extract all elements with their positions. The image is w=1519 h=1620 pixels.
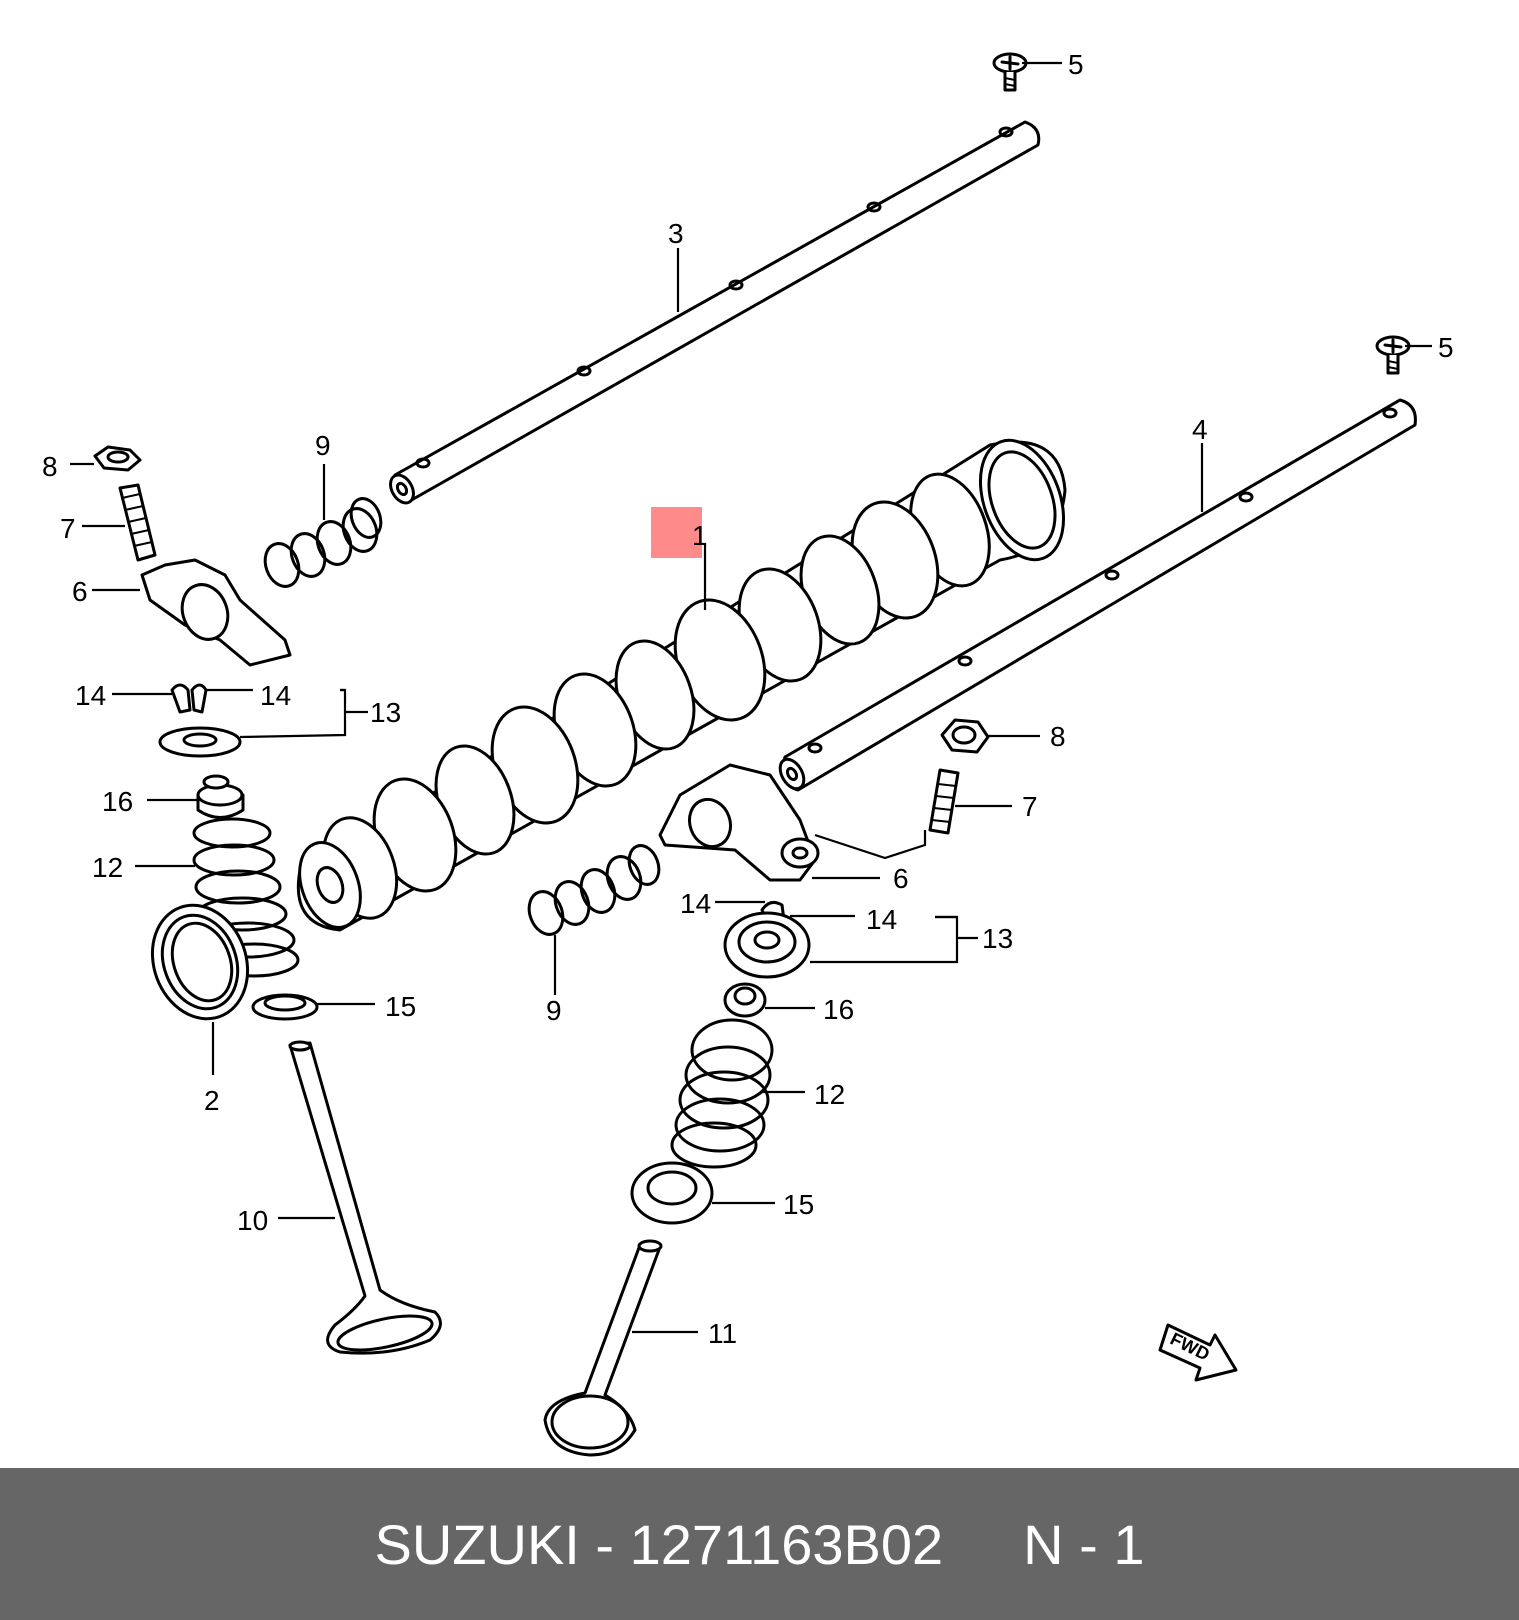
callout-15-right: 15 xyxy=(783,1189,814,1220)
spring-seat-right[interactable] xyxy=(630,1161,714,1225)
callout-12-right: 12 xyxy=(814,1079,845,1110)
nut-upper[interactable] xyxy=(93,445,142,472)
callout-16-right: 16 xyxy=(823,994,854,1025)
callout-labels: 1 2 3 4 5 5 6 6 7 7 8 8 9 9 10 11 12 12 … xyxy=(42,49,1454,1349)
callout-13-right: 13 xyxy=(982,923,1013,954)
spring-seat-left[interactable] xyxy=(251,993,319,1021)
rocker-shaft-upper[interactable] xyxy=(386,120,1041,507)
callout-5-lower: 5 xyxy=(1438,332,1454,363)
oil-seal[interactable] xyxy=(137,892,263,1032)
callout-11: 11 xyxy=(708,1318,737,1349)
part-number: 1271163B02 xyxy=(629,1512,944,1576)
valve-retainer-left[interactable] xyxy=(158,726,242,758)
rocker-shaft-lower[interactable] xyxy=(775,398,1417,793)
callout-8-lower: 8 xyxy=(1050,721,1066,752)
adjusting-screw-lower[interactable] xyxy=(928,768,960,835)
highlight-marker xyxy=(651,507,702,558)
camshaft[interactable] xyxy=(289,429,1079,936)
callout-15-left: 15 xyxy=(385,991,416,1022)
callout-9-upper: 9 xyxy=(315,430,331,461)
rocker-arm-upper[interactable] xyxy=(140,558,292,667)
callout-6-lower: 6 xyxy=(893,863,909,894)
valve-spring-right[interactable] xyxy=(670,1018,774,1169)
valve-retainer-right[interactable] xyxy=(723,911,811,979)
footer-separator: - xyxy=(595,1512,615,1576)
callout-14-left-b: 14 xyxy=(260,680,291,711)
valve-spring-left[interactable] xyxy=(192,817,300,978)
callout-2: 2 xyxy=(204,1085,220,1116)
leader-lines xyxy=(70,61,1432,1334)
valve-stem-seal-left[interactable] xyxy=(196,774,245,819)
exhaust-valve[interactable] xyxy=(543,1239,663,1457)
rocker-spring-lower[interactable] xyxy=(523,841,664,939)
part-info-footer: SUZUKI - 1271163B02 N - 1 xyxy=(0,1468,1519,1620)
brand-name: SUZUKI xyxy=(374,1512,580,1576)
diagram-position: N - 1 xyxy=(1023,1512,1145,1576)
callout-14-left-a: 14 xyxy=(75,680,106,711)
nut-lower[interactable] xyxy=(940,718,990,754)
screw-lower[interactable] xyxy=(1375,335,1411,375)
callout-5-upper: 5 xyxy=(1068,49,1084,80)
callout-9-lower: 9 xyxy=(546,995,562,1026)
callout-3: 3 xyxy=(668,218,684,249)
callout-12-left: 12 xyxy=(92,852,123,883)
valve-stem-seal-right[interactable] xyxy=(723,982,767,1018)
callout-1: 1 xyxy=(692,520,708,551)
adjusting-screw-upper[interactable] xyxy=(118,483,157,562)
callout-14-right-b: 14 xyxy=(866,904,897,935)
callout-4: 4 xyxy=(1192,414,1208,445)
callout-7-upper: 7 xyxy=(60,513,76,544)
callout-6-upper: 6 xyxy=(72,576,88,607)
callout-10: 10 xyxy=(237,1205,268,1236)
callout-7-lower: 7 xyxy=(1022,791,1038,822)
intake-valve[interactable] xyxy=(288,1040,442,1357)
callout-14-right-a: 14 xyxy=(680,888,711,919)
screw-upper[interactable] xyxy=(992,52,1028,92)
fwd-direction-arrow: FWD xyxy=(1158,1323,1238,1382)
callout-8-upper: 8 xyxy=(42,451,58,482)
rocker-spring-upper[interactable] xyxy=(259,494,386,591)
callout-16-left: 16 xyxy=(102,786,133,817)
callout-13-left: 13 xyxy=(370,697,401,728)
camshaft-exploded-diagram: FWD 1 2 xyxy=(42,49,1454,1457)
valve-cotters-left[interactable] xyxy=(170,683,208,714)
rocker-arm-lower[interactable] xyxy=(658,763,820,882)
